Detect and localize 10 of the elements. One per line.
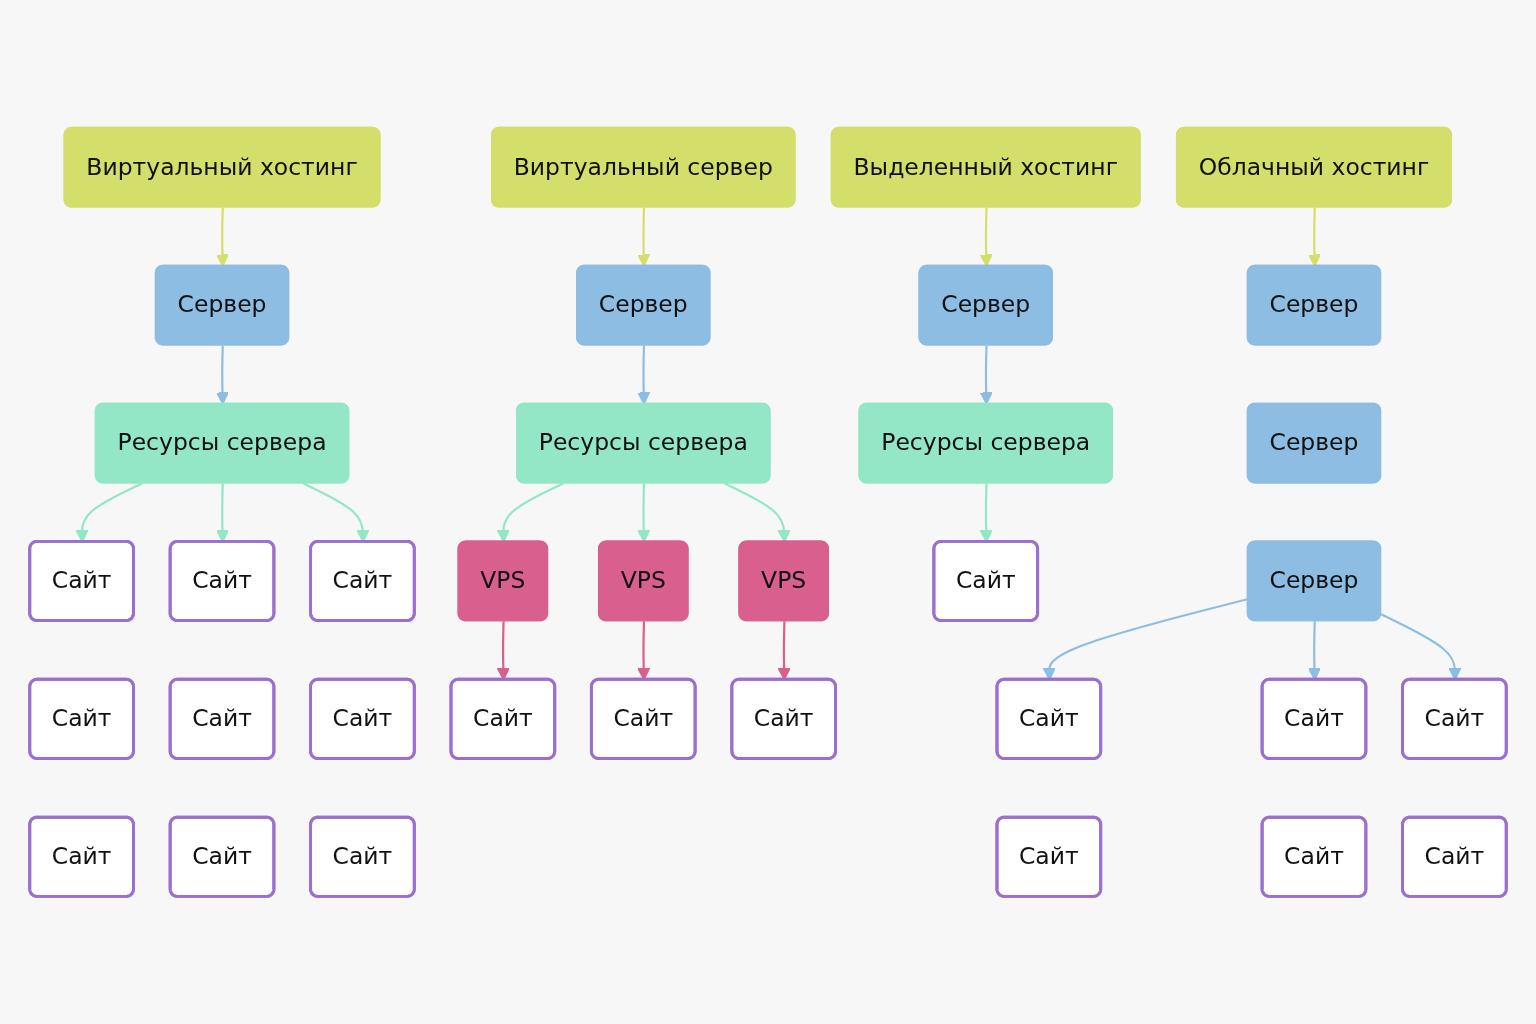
arrow (216, 345, 229, 405)
arrow (979, 207, 993, 267)
arrow (216, 207, 229, 267)
arrow (1308, 207, 1321, 267)
arrow (637, 207, 651, 267)
arrow (724, 482, 791, 543)
arrow (637, 345, 651, 405)
arrow (637, 483, 651, 543)
arrow (979, 345, 993, 405)
arrow (496, 482, 564, 543)
